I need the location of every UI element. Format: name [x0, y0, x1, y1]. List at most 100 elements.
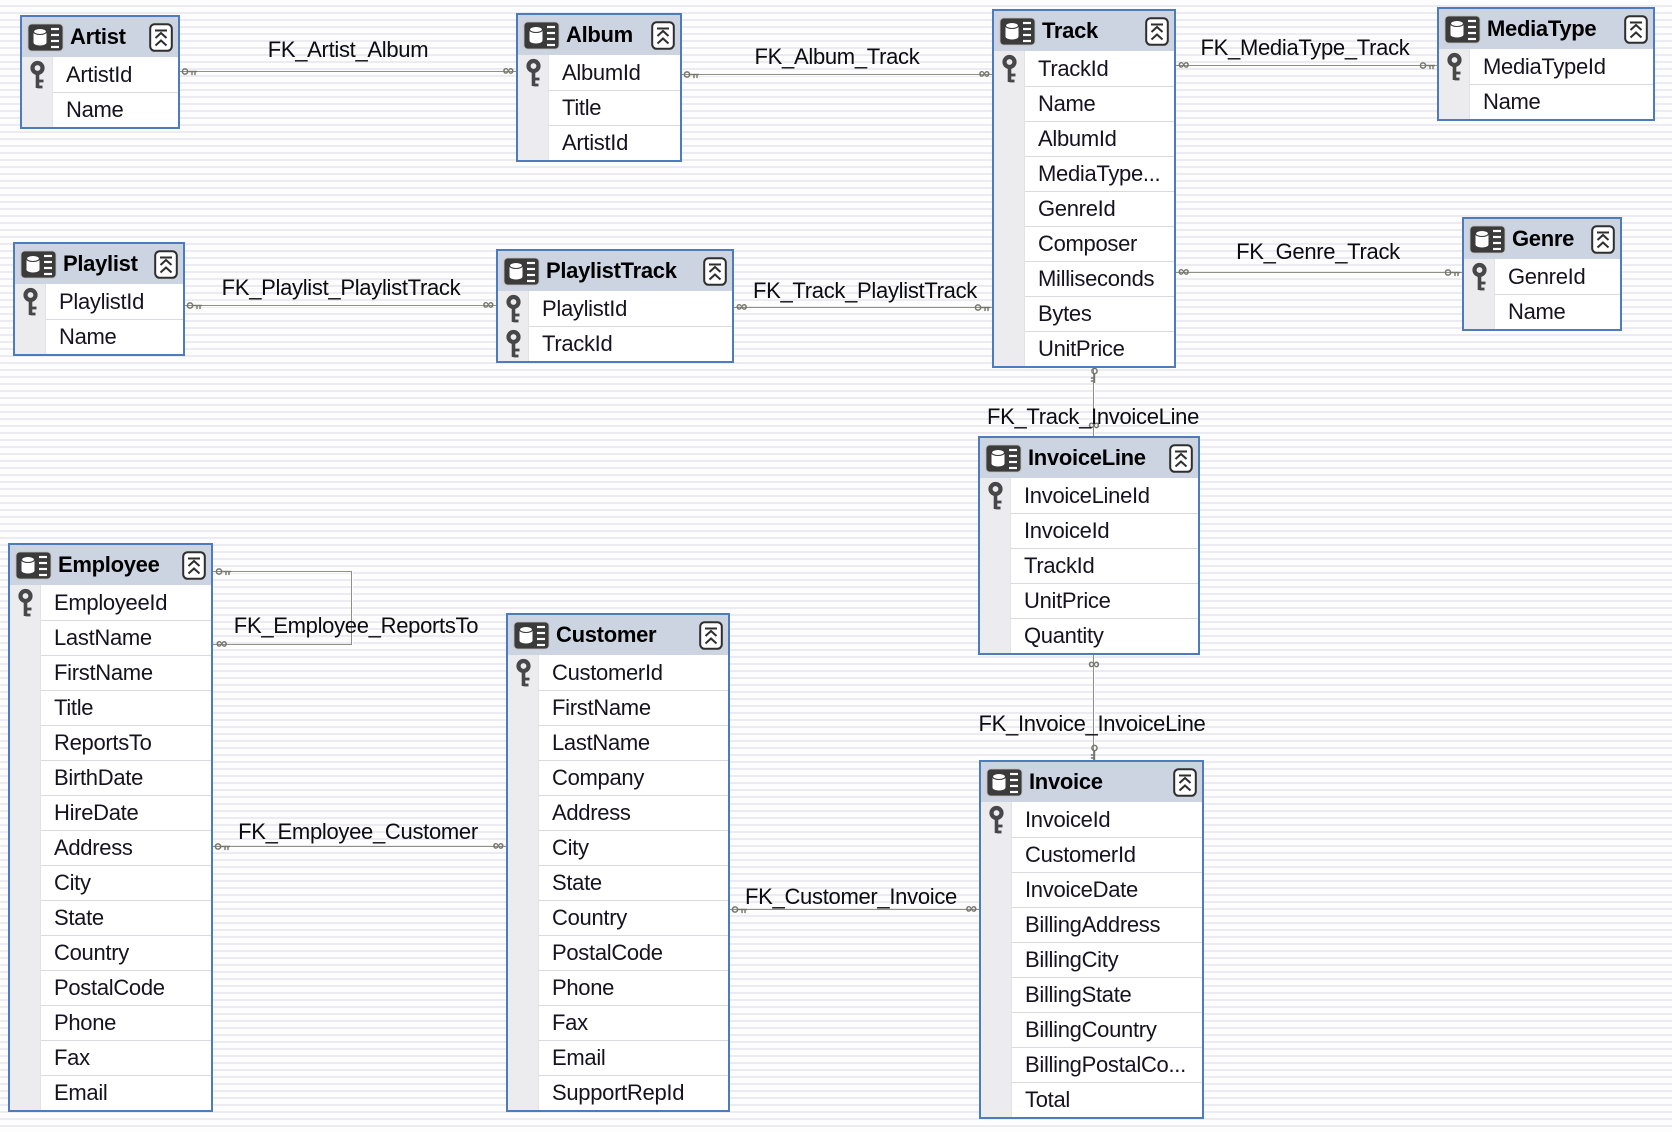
relationship-line[interactable]	[213, 571, 352, 573]
column-row[interactable]: FirstName	[508, 690, 728, 725]
column-row[interactable]: CustomerId	[981, 837, 1202, 872]
collapse-button[interactable]	[154, 249, 178, 279]
table-header[interactable]: Genre	[1464, 219, 1620, 259]
table-header[interactable]: MediaType	[1439, 9, 1653, 49]
column-row[interactable]: TrackId	[980, 548, 1198, 583]
collapse-button[interactable]	[1624, 14, 1648, 44]
column-row[interactable]: ArtistId	[518, 125, 680, 160]
column-row[interactable]: MediaTypeId	[1439, 49, 1653, 84]
column-row[interactable]: Fax	[508, 1005, 728, 1040]
relationship-line[interactable]	[1176, 272, 1462, 274]
collapse-button[interactable]	[149, 22, 173, 52]
column-row[interactable]: State	[508, 865, 728, 900]
relationship-line[interactable]	[351, 572, 353, 645]
column-row[interactable]: BillingAddress	[981, 907, 1202, 942]
column-row[interactable]: MediaType...	[994, 156, 1174, 191]
table-header[interactable]: PlaylistTrack	[498, 251, 732, 291]
column-row[interactable]: Title	[10, 690, 211, 725]
column-row[interactable]: BillingState	[981, 977, 1202, 1012]
relationship-line[interactable]	[1093, 655, 1095, 760]
column-row[interactable]: Country	[508, 900, 728, 935]
column-row[interactable]: ReportsTo	[10, 725, 211, 760]
relationship-line[interactable]	[730, 909, 979, 911]
column-row[interactable]: Name	[994, 86, 1174, 121]
column-row[interactable]: Fax	[10, 1040, 211, 1075]
column-row[interactable]: ArtistId	[22, 57, 178, 92]
column-row[interactable]: GenreId	[994, 191, 1174, 226]
column-row[interactable]: FirstName	[10, 655, 211, 690]
collapse-button[interactable]	[1591, 224, 1615, 254]
table-header[interactable]: Employee	[10, 545, 211, 585]
column-row[interactable]: Country	[10, 935, 211, 970]
relationship-line[interactable]	[734, 307, 992, 309]
relationship-line[interactable]	[185, 305, 496, 307]
column-row[interactable]: InvoiceLineId	[980, 478, 1198, 513]
column-row[interactable]: PlaylistId	[498, 291, 732, 326]
column-row[interactable]: Company	[508, 760, 728, 795]
collapse-button[interactable]	[1169, 443, 1193, 473]
table-header[interactable]: Customer	[508, 615, 728, 655]
column-row[interactable]: Composer	[994, 226, 1174, 261]
column-row[interactable]: UnitPrice	[994, 331, 1174, 366]
collapse-button[interactable]	[703, 256, 727, 286]
column-row[interactable]: AlbumId	[518, 55, 680, 90]
column-row[interactable]: Name	[15, 319, 183, 354]
column-row[interactable]: Name	[1464, 294, 1620, 329]
column-row[interactable]: PostalCode	[508, 935, 728, 970]
column-row[interactable]: BirthDate	[10, 760, 211, 795]
column-row[interactable]: GenreId	[1464, 259, 1620, 294]
column-row[interactable]: PostalCode	[10, 970, 211, 1005]
column-row[interactable]: Quantity	[980, 618, 1198, 653]
collapse-button[interactable]	[1145, 16, 1169, 46]
column-row[interactable]: BillingCountry	[981, 1012, 1202, 1047]
table-header[interactable]: Album	[518, 15, 680, 55]
column-row[interactable]: LastName	[10, 620, 211, 655]
column-row[interactable]: InvoiceId	[981, 802, 1202, 837]
column-row[interactable]: LastName	[508, 725, 728, 760]
column-row[interactable]: Bytes	[994, 296, 1174, 331]
column-row[interactable]: BillingCity	[981, 942, 1202, 977]
relationship-line[interactable]	[213, 846, 506, 848]
column-row[interactable]: City	[508, 830, 728, 865]
column-row[interactable]: Title	[518, 90, 680, 125]
relationship-line[interactable]	[1176, 65, 1437, 67]
column-row[interactable]: Address	[10, 830, 211, 865]
column-row[interactable]: Phone	[10, 1005, 211, 1040]
column-row[interactable]: SupportRepId	[508, 1075, 728, 1110]
column-row[interactable]: Address	[508, 795, 728, 830]
column-row[interactable]: Email	[508, 1040, 728, 1075]
column-row[interactable]: UnitPrice	[980, 583, 1198, 618]
table-header[interactable]: Playlist	[15, 244, 183, 284]
table-header[interactable]: InvoiceLine	[980, 438, 1198, 478]
column-row[interactable]: Email	[10, 1075, 211, 1110]
column-row[interactable]: Phone	[508, 970, 728, 1005]
column-row[interactable]: TrackId	[498, 326, 732, 361]
column-row[interactable]: Name	[1439, 84, 1653, 119]
table-header[interactable]: Track	[994, 11, 1174, 51]
collapse-button[interactable]	[651, 20, 675, 50]
relationship-line[interactable]	[1093, 368, 1095, 436]
column-row[interactable]: BillingPostalCo...	[981, 1047, 1202, 1082]
column-row[interactable]: State	[10, 900, 211, 935]
column-row[interactable]: InvoiceDate	[981, 872, 1202, 907]
column-row[interactable]: Total	[981, 1082, 1202, 1117]
column-row[interactable]: HireDate	[10, 795, 211, 830]
column-row[interactable]: InvoiceId	[980, 513, 1198, 548]
relationship-line[interactable]	[213, 644, 352, 646]
column-row[interactable]: TrackId	[994, 51, 1174, 86]
table-header[interactable]: Artist	[22, 17, 178, 57]
collapse-button[interactable]	[182, 550, 206, 580]
column-row[interactable]: Name	[22, 92, 178, 127]
table-header[interactable]: Invoice	[981, 762, 1202, 802]
column-row[interactable]: AlbumId	[994, 121, 1174, 156]
